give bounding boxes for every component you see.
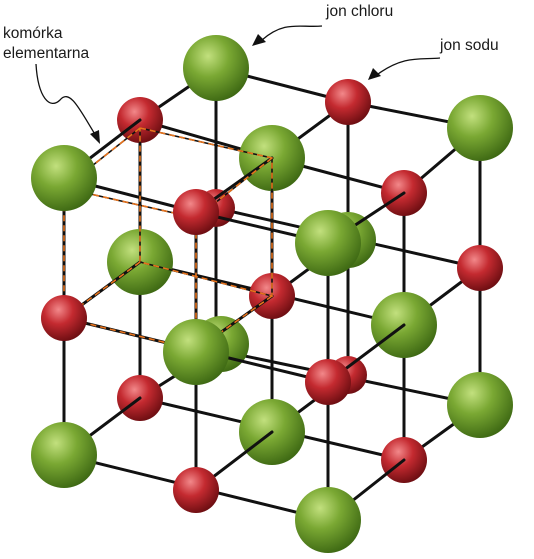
- chloride-pointer: [261, 25, 323, 41]
- chloride-ion: [295, 487, 361, 553]
- sodium-pointer: [377, 57, 441, 75]
- chloride-ion: [447, 95, 513, 161]
- chloride-ion: [31, 422, 97, 488]
- sodium-ion: [173, 467, 219, 513]
- sodium-ion: [325, 79, 371, 125]
- sodium-ion: [41, 295, 87, 341]
- chloride-ion: [295, 210, 361, 276]
- sodium-arrowhead-icon: [368, 68, 381, 80]
- sodium-ion: [457, 245, 503, 291]
- sodium-ion-label: jon sodu: [439, 37, 499, 54]
- unit-cell-label-line2: elementarna: [3, 45, 90, 62]
- chloride-ion: [31, 145, 97, 211]
- chloride-ion: [447, 372, 513, 438]
- sodium-ion: [305, 359, 351, 405]
- sodium-ion: [173, 189, 219, 235]
- unit-cell-arrowhead-icon: [90, 130, 100, 144]
- chloride-arrowhead-icon: [252, 34, 266, 46]
- chloride-ion-label: jon chloru: [325, 3, 393, 20]
- unit-cell-pointer: [35, 63, 97, 137]
- label-pointers: [35, 25, 441, 144]
- unit-cell-label-line1: komórka: [3, 25, 63, 42]
- chloride-ion: [163, 319, 229, 385]
- chloride-ion: [183, 35, 249, 101]
